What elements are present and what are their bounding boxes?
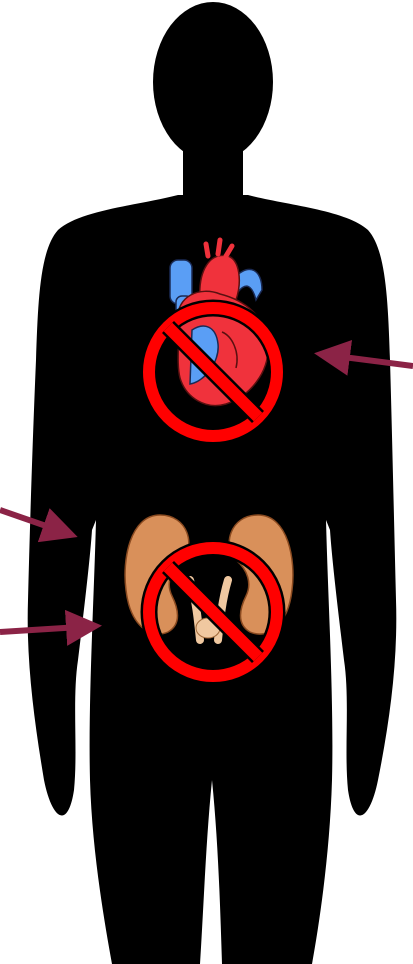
human-silhouette-icon: [28, 2, 397, 964]
arrow-kidney: [0, 626, 96, 632]
